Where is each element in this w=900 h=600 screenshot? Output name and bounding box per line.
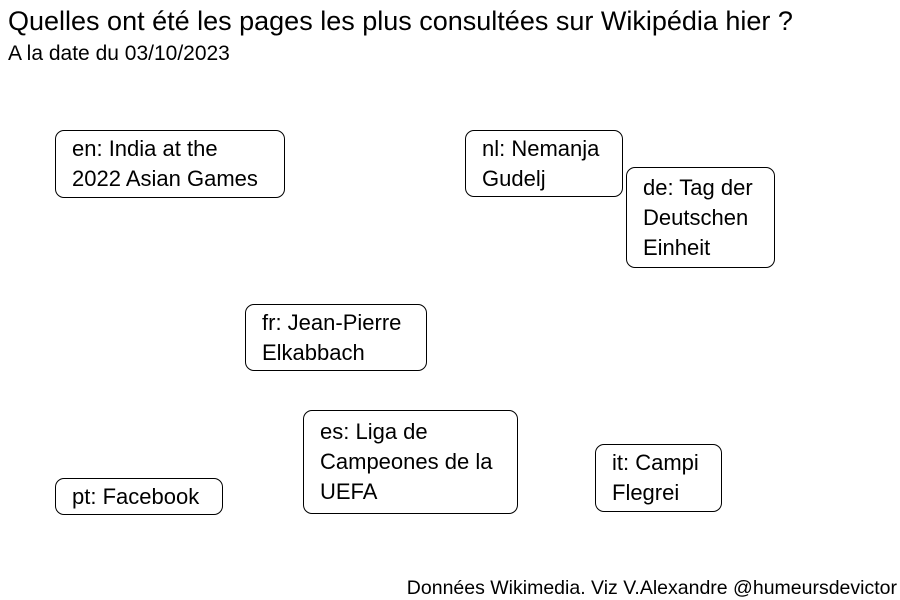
node-label-line: it: Campi: [612, 450, 699, 475]
node-label-line: fr: Jean-Pierre: [262, 309, 402, 335]
node-label-line: de: Tag der: [643, 174, 753, 200]
node-label-line: Deutschen: [643, 204, 749, 230]
chart-title: Quelles ont été les pages les plus consu…: [8, 6, 793, 36]
node-label-line: Gudelj: [482, 165, 546, 191]
page-node-en: en: India at the 2022 Asian Games: [55, 130, 285, 198]
node-label-line: Einheit: [643, 234, 711, 260]
node-label-line: nl: Nemanja: [482, 135, 600, 161]
node-label-line: Campeones de la: [320, 449, 493, 474]
node-label-line: Elkabbach: [262, 339, 365, 365]
node-label-line: es: Liga de: [320, 419, 428, 444]
credit-line: Données Wikimedia. Viz V.Alexandre @hume…: [406, 577, 897, 599]
node-label-line: pt: Facebook: [72, 483, 200, 509]
chart-subtitle: A la date du 03/10/2023: [8, 42, 230, 65]
node-label-line: UEFA: [320, 479, 378, 504]
page-node-pt: pt: Facebook: [55, 478, 223, 515]
node-label-line: 2022 Asian Games: [72, 166, 258, 191]
page-node-es: es: Liga de Campeones de la UEFA: [303, 410, 518, 514]
node-label-line: en: India at the: [72, 136, 218, 161]
node-label-line: Flegrei: [612, 480, 680, 505]
